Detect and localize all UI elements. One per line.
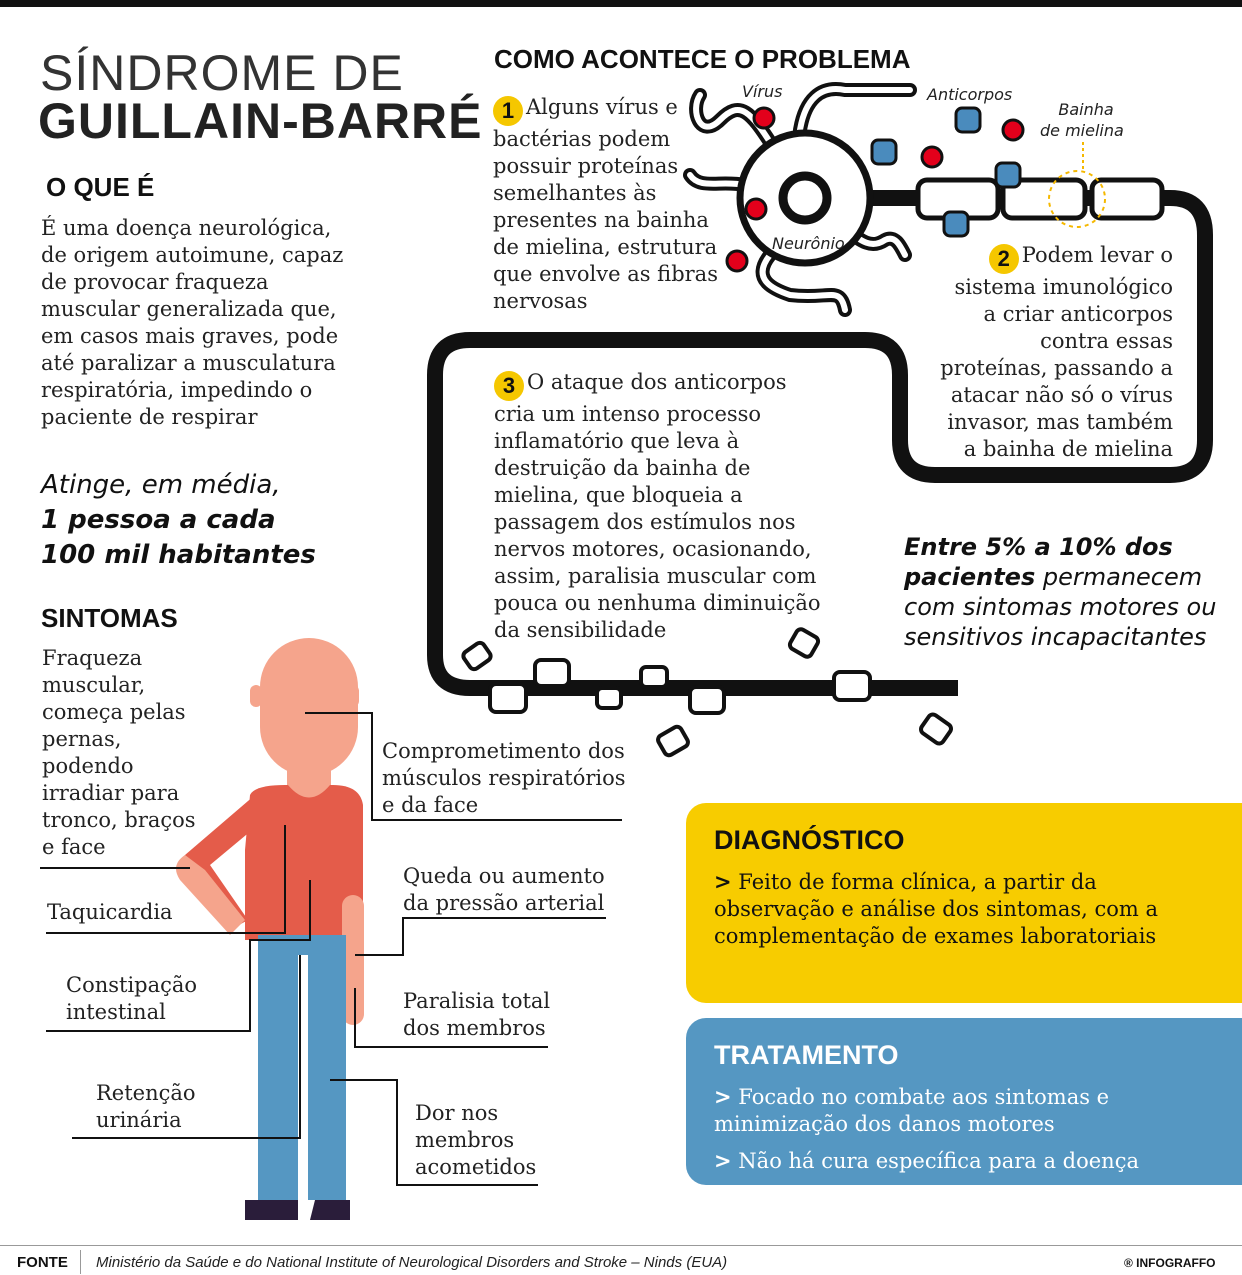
patients-stat: Entre 5% a 10% dos pacientes permanecem … [904, 532, 1234, 652]
incidence-line-1: 1 pessoa a cada [41, 505, 276, 535]
diagnosis-item: > Feito de forma clínica, a partir da ob… [714, 869, 1159, 948]
myelin-label: Bainha [1055, 100, 1117, 119]
myelin-segments [915, 177, 1165, 221]
neuron-label: Neurônio [772, 234, 845, 253]
what-is-text: É uma doença neurológica, de origem auto… [41, 216, 344, 429]
symptom-blood-pressure: Queda ou aumento da pressão arterial [403, 864, 605, 915]
symptom-constipation: Constipação intestinal [66, 973, 198, 1024]
antibodies-label: Anticorpos [927, 85, 1013, 104]
treatment-item-1: > Focado no combate aos sintomas e minim… [714, 1084, 1110, 1136]
right-leg [308, 950, 346, 1200]
treatment-item-2: > Não há cura específica para a doença [714, 1148, 1139, 1173]
footer-divider [0, 1245, 1242, 1246]
myelin-label-line-1: Bainha [1058, 100, 1114, 119]
diagnosis-item-text: Feito de forma clínica, a partir da obse… [714, 870, 1159, 948]
treatment-heading: TRATAMENTO [714, 1040, 899, 1070]
diagnosis-card: DIAGNÓSTICO > Feito de forma clínica, a … [686, 803, 1242, 1003]
symptom-limb-pain: Dor nos membros acometidos [415, 1101, 537, 1179]
symptom-weakness: Fraqueza muscular, começa pelas pernas, … [42, 646, 196, 859]
step-2-text: Podem levar o sistema imunológico a cria… [940, 243, 1173, 461]
callout-lines [40, 712, 622, 1186]
treatment-card: TRATAMENTO > Focado no combate aos sinto… [686, 1018, 1242, 1185]
antibody-particles [870, 106, 1022, 238]
step-3-text: O ataque dos anticorpos cria um intenso … [494, 370, 821, 642]
how-heading: COMO ACONTECE O PROBLEMA [494, 44, 911, 74]
virus-particles [725, 106, 1025, 273]
symptom-tachycardia: Taquicardia [47, 900, 173, 924]
virus-label: Vírus [742, 82, 783, 101]
incidence-line-2: 100 mil habitantes [41, 540, 316, 570]
patients-stat-bold-1: Entre 5% a 10% dos [904, 533, 1173, 561]
shirt [245, 785, 363, 940]
patients-stat-rest-2: com sintomas motores ou [904, 593, 1217, 621]
what-is-heading: O QUE É [46, 172, 155, 202]
treatment-item-2-text: Não há cura específica para a doença [738, 1149, 1139, 1173]
step-1-number: 1 [493, 95, 523, 126]
title-line-1: SÍNDROME DE [40, 45, 404, 101]
source-text: Ministério da Saúde e do National Instit… [96, 1254, 728, 1271]
step-3-number: 3 [494, 370, 524, 401]
symptom-urinary-retention: Retenção urinária [96, 1081, 196, 1132]
incidence-stat: Atinge, em média, 1 pessoa a cada 100 mi… [41, 468, 316, 573]
neuron-diagram [427, 82, 1213, 758]
step-2-number: 2 [988, 243, 1019, 274]
patients-stat-rest-1: permanecem [1035, 563, 1203, 591]
top-bar [0, 0, 1242, 7]
incidence-prefix: Atinge, em média, [41, 470, 281, 500]
brand-logo: ® INFOGRAFFO [1124, 1256, 1216, 1270]
source-label: FONTE [17, 1254, 68, 1271]
source-separator [80, 1250, 81, 1274]
axon [427, 190, 1213, 696]
neuron-nucleus [778, 171, 832, 225]
symptom-respiratory: Comprometimento dos músculos respiratóri… [382, 739, 626, 817]
right-arm [342, 895, 364, 1025]
head [260, 638, 358, 776]
title-line-2: GUILLAIN-BARRÉ [38, 93, 483, 149]
step-1-text: Alguns vírus e bactérias podem possuir p… [493, 95, 718, 313]
left-leg [258, 950, 298, 1200]
myelin-fragments [461, 627, 953, 758]
symptoms-heading: SINTOMAS [41, 603, 178, 633]
diagnosis-heading: DIAGNÓSTICO [714, 825, 905, 855]
patients-stat-rest-3: sensitivos incapacitantes [904, 623, 1207, 651]
person-figure [176, 638, 364, 1220]
myelin-highlight [1048, 170, 1106, 228]
treatment-item-1-text: Focado no combate aos sintomas e minimiz… [714, 1085, 1110, 1136]
patients-stat-bold-2: pacientes [904, 563, 1036, 591]
symptom-paralysis: Paralisia total dos membros [403, 989, 551, 1040]
myelin-label-line-2: de mielina [1040, 121, 1124, 140]
